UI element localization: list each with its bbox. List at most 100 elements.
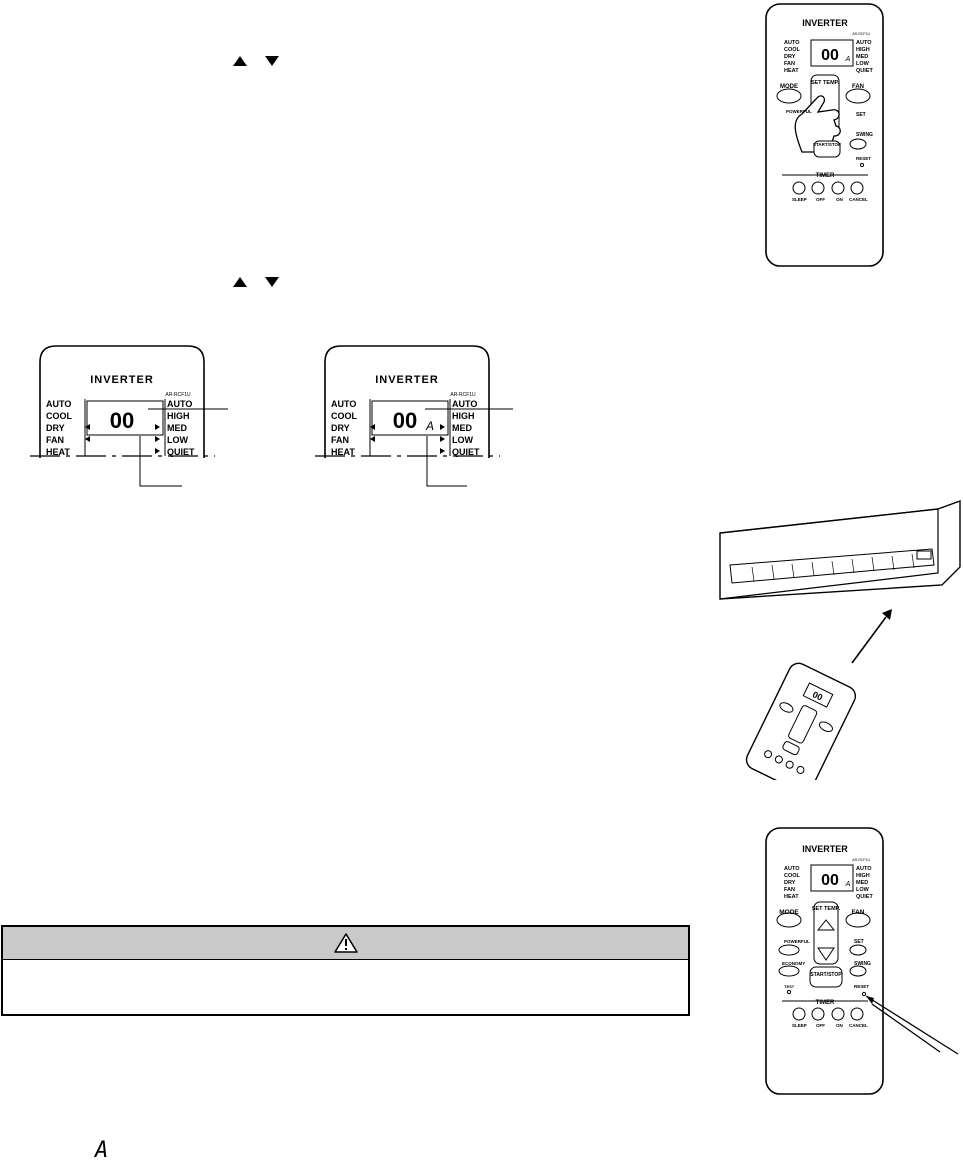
svg-text:TIMER: TIMER xyxy=(816,1000,835,1006)
svg-text:AUTO: AUTO xyxy=(784,866,800,872)
svg-text:ON: ON xyxy=(836,197,843,202)
svg-text:MED: MED xyxy=(856,880,868,886)
svg-text:RESET: RESET xyxy=(854,984,869,989)
down-arrow-icon xyxy=(265,277,279,287)
svg-text:COOL: COOL xyxy=(46,411,73,421)
up-arrow-icon xyxy=(233,277,247,287)
svg-text:LOW: LOW xyxy=(452,435,473,445)
svg-text:SWING: SWING xyxy=(854,961,871,967)
display-closeup-2: INVERTER AR-RCF1U 00 A AUTO COOL DRY FAN… xyxy=(315,345,513,487)
svg-text:00: 00 xyxy=(811,689,824,702)
reset-pin-icon[interactable] xyxy=(859,162,865,168)
svg-text:HEAT: HEAT xyxy=(331,447,355,457)
svg-text:CANCEL: CANCEL xyxy=(849,197,868,202)
svg-text:AUTO: AUTO xyxy=(331,399,356,409)
svg-text:QUIET: QUIET xyxy=(167,447,195,457)
display-code: 00 xyxy=(821,47,839,64)
svg-text:HEAT: HEAT xyxy=(784,894,799,900)
fan-button[interactable] xyxy=(845,88,871,104)
svg-text:SET TEMP.: SET TEMP. xyxy=(811,80,840,86)
svg-text:COOL: COOL xyxy=(784,873,801,879)
svg-text:LOW: LOW xyxy=(856,887,870,893)
reset-pin-icon[interactable] xyxy=(861,991,867,997)
fan-button[interactable] xyxy=(845,912,871,928)
mode-button[interactable] xyxy=(776,912,802,928)
svg-text:AUTO: AUTO xyxy=(167,399,192,409)
pen-icon xyxy=(865,995,959,1055)
svg-text:AR-RCF1U: AR-RCF1U xyxy=(852,858,870,862)
set-button[interactable] xyxy=(849,944,867,956)
svg-text:QUIET: QUIET xyxy=(856,894,873,900)
on-timer-button[interactable] xyxy=(831,1007,845,1021)
svg-text:MODE: MODE xyxy=(780,84,798,90)
svg-text:MODE: MODE xyxy=(779,909,799,916)
svg-text:00: 00 xyxy=(110,408,134,433)
mode-list: AUTO COOL DRY FAN HEAT xyxy=(784,40,801,74)
remote-brand: INVERTER xyxy=(802,18,848,28)
svg-text:OFF: OFF xyxy=(816,197,825,202)
start-stop-button[interactable] xyxy=(809,966,843,988)
indoor-unit-illustration: 00 xyxy=(719,500,961,780)
svg-text:QUIET: QUIET xyxy=(452,447,480,457)
svg-text:A: A xyxy=(425,419,434,433)
receiver-window-icon xyxy=(916,550,932,560)
start-stop-button[interactable] xyxy=(813,140,841,158)
svg-text:AUTO: AUTO xyxy=(856,866,872,872)
sleep-button[interactable] xyxy=(792,1007,806,1021)
svg-text:POWERFUL: POWERFUL xyxy=(786,109,812,114)
svg-text:FAN: FAN xyxy=(784,887,795,893)
up-arrow-icon xyxy=(233,56,247,66)
off-timer-button[interactable] xyxy=(811,181,825,195)
svg-text:MED: MED xyxy=(167,423,188,433)
svg-text:LOW: LOW xyxy=(167,435,188,445)
warning-header xyxy=(3,927,688,960)
warning-triangle-icon xyxy=(333,933,358,953)
svg-text:SWING: SWING xyxy=(856,132,873,138)
svg-text:AUTO: AUTO xyxy=(856,40,872,46)
mode-button[interactable] xyxy=(776,88,802,104)
up-down-arrows-1 xyxy=(233,56,279,66)
svg-text:COOL: COOL xyxy=(331,411,358,421)
svg-text:AR-RCF1U: AR-RCF1U xyxy=(450,392,476,398)
remote-illustration-2: INVERTER AR-RCF1U 00 A AUTO COOL DRY FAN… xyxy=(765,827,959,1095)
svg-text:CANCEL: CANCEL xyxy=(849,1023,868,1028)
remote-model: AR-RCF1U xyxy=(852,32,870,36)
svg-text:FAN: FAN xyxy=(852,909,865,916)
svg-text:POWERFUL: POWERFUL xyxy=(784,939,810,944)
svg-text:COOL: COOL xyxy=(784,47,801,53)
svg-text:TIMER: TIMER xyxy=(816,173,835,179)
off-timer-button[interactable] xyxy=(811,1007,825,1021)
svg-text:DRY: DRY xyxy=(331,423,350,433)
svg-text:INVERTER: INVERTER xyxy=(802,844,848,854)
cancel-button[interactable] xyxy=(850,1007,864,1021)
svg-text:START/STOP: START/STOP xyxy=(813,142,841,147)
economy-button[interactable] xyxy=(778,965,800,977)
svg-text:FAN: FAN xyxy=(331,435,349,445)
cancel-button[interactable] xyxy=(850,181,864,195)
svg-text:SLEEP: SLEEP xyxy=(792,197,807,202)
swing-button[interactable] xyxy=(849,965,867,977)
svg-text:MED: MED xyxy=(856,54,868,60)
svg-text:HEAT: HEAT xyxy=(784,68,799,74)
svg-text:ON: ON xyxy=(836,1023,843,1028)
svg-text:QUIET: QUIET xyxy=(856,68,873,74)
svg-text:OFF: OFF xyxy=(816,1023,825,1028)
svg-text:AUTO: AUTO xyxy=(452,399,477,409)
warning-box xyxy=(1,925,690,1016)
svg-text:ECONOMY: ECONOMY xyxy=(782,961,805,966)
svg-text:MED: MED xyxy=(452,423,473,433)
powerful-button[interactable] xyxy=(778,944,800,956)
on-timer-button[interactable] xyxy=(831,181,845,195)
svg-text:HIGH: HIGH xyxy=(452,411,475,421)
svg-text:LOW: LOW xyxy=(856,61,870,67)
svg-text:AUTO: AUTO xyxy=(784,40,800,46)
display-closeup-1: INVERTER AR-RCF1U 00 AUTO COOL DRY FAN H… xyxy=(30,345,228,487)
swing-button[interactable] xyxy=(849,138,867,150)
sleep-button[interactable] xyxy=(792,181,806,195)
svg-text:HIGH: HIGH xyxy=(167,411,190,421)
svg-text:SET: SET xyxy=(854,939,864,945)
svg-text:FAN: FAN xyxy=(46,435,64,445)
svg-text:AUTO: AUTO xyxy=(46,399,71,409)
svg-text:INVERTER: INVERTER xyxy=(90,374,154,386)
svg-text:HIGH: HIGH xyxy=(856,47,870,53)
